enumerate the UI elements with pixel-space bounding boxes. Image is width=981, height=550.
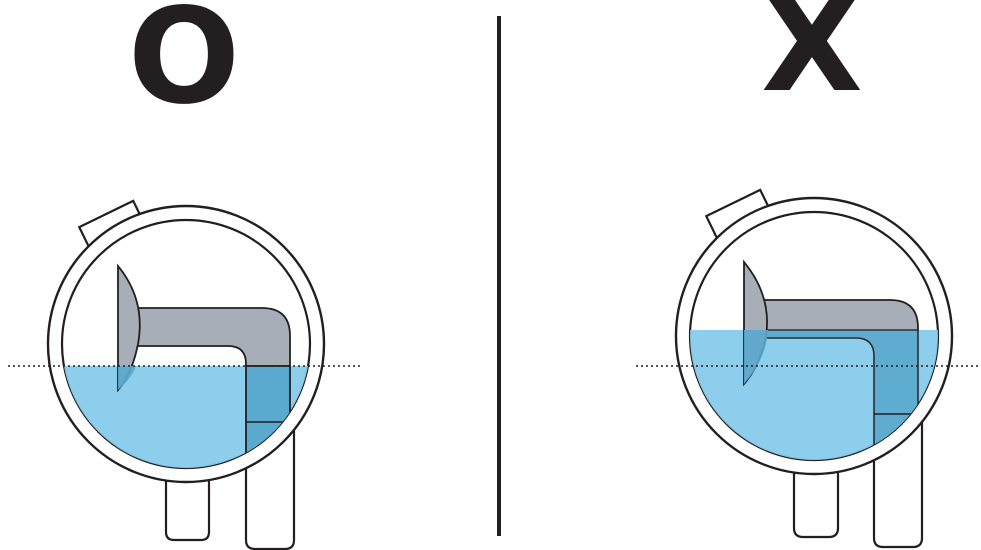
- correct-example-panel: [8, 199, 362, 550]
- right-float-submerged: [744, 330, 768, 384]
- right-short-tube: [792, 470, 840, 539]
- correct-mark-o: O: [127, 0, 241, 134]
- right-pipe-submerged: [763, 329, 919, 460]
- incorrect-mark-x: X: [761, 0, 863, 122]
- incorrect-example-panel: [636, 188, 981, 549]
- left-float-submerged: [118, 366, 136, 390]
- left-short-tube: [164, 478, 211, 542]
